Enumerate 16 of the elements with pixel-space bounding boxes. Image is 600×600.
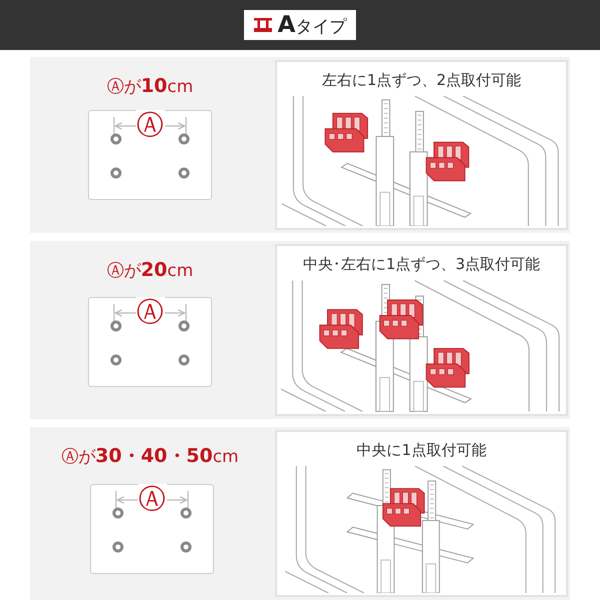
hole-pattern-plate (88, 110, 212, 200)
illustration-panel (275, 60, 568, 230)
row-panel (30, 57, 570, 233)
mounting-caption: 中央に1点取付可能 (356, 441, 486, 459)
spacing-heading: Ⓐが20cm (106, 261, 194, 281)
mounting-caption: 中央･左右に1点ずつ、3点取付可能 (302, 255, 540, 273)
hole-pattern-plate (90, 484, 214, 574)
spacing-heading: Ⓐが10cm (106, 77, 194, 97)
type-title: Aタイプ (278, 14, 346, 36)
spacing-heading: Ⓐが30・40・50cm (61, 447, 239, 467)
hole-pattern-plate (88, 297, 212, 387)
illustration-panel (275, 430, 568, 597)
row-panel (30, 241, 570, 419)
row-panel (30, 427, 570, 600)
mounting-caption: 左右に1点ずつ、2点取付可能 (322, 71, 522, 89)
illustration-panel (275, 244, 568, 416)
